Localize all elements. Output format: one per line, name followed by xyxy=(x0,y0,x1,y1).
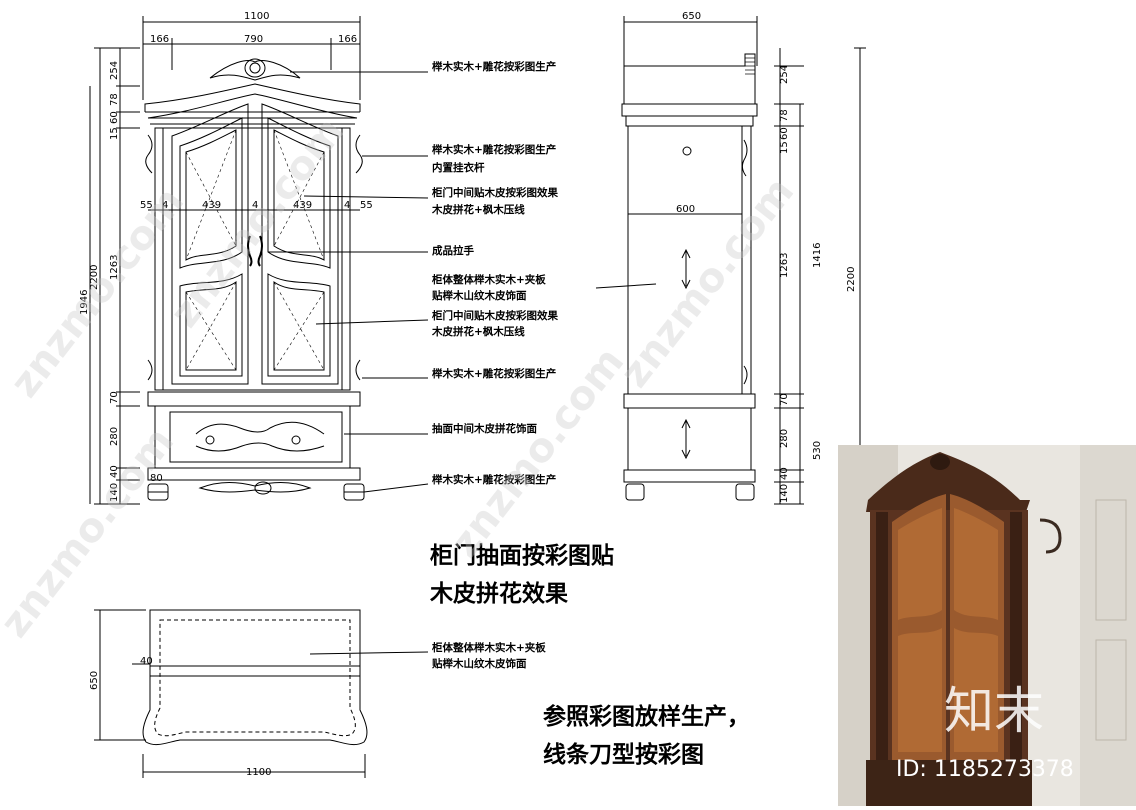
dim-inner: 4 xyxy=(252,200,258,211)
dim-front-chain: 40 xyxy=(109,465,120,478)
dim-front-chain: 60 xyxy=(109,111,120,124)
annotation-door-veneer: 柜门中间贴木皮按彩图效果 xyxy=(431,186,558,199)
dim-plan-offset: 40 xyxy=(140,656,153,667)
dim-side-chain: 1263 xyxy=(779,253,790,278)
dim-front-chain: 1263 xyxy=(109,255,120,280)
dim-side-chain: 15 xyxy=(779,141,790,154)
dim-inner: 55 xyxy=(360,200,373,211)
dim-inner: 4 xyxy=(162,200,168,211)
dim-front-chain: 70 xyxy=(109,391,120,404)
dim-side-inner: 600 xyxy=(676,204,695,215)
big-note-1-line-1: 柜门抽面按彩图贴 xyxy=(430,542,614,569)
dim-side-upper: 1416 xyxy=(812,243,823,268)
annotation-carcass: 柜体整体榉木实木+夹板 xyxy=(431,273,546,286)
annotation-handle: 成品拉手 xyxy=(432,244,474,257)
annotation-base-carving: 榉木实木+雕花按彩图生产 xyxy=(432,367,556,380)
watermark-text: znzmo.com xyxy=(2,179,194,406)
side-view xyxy=(595,16,866,505)
dim-inner: 439 xyxy=(202,200,221,211)
dim-side-total: 2200 xyxy=(846,267,857,292)
annotation-door-veneer-2: 柜门中间贴木皮按彩图效果 xyxy=(431,309,558,322)
dim-side-chain: 78 xyxy=(779,109,790,122)
big-note-2-line-1: 参照彩图放样生产， xyxy=(543,703,750,730)
dim-inner: 439 xyxy=(293,200,312,211)
dim-front-total: 2200 xyxy=(89,265,100,290)
photo-id: ID: 1185273378 xyxy=(896,757,1074,782)
dim-side-chain: 254 xyxy=(779,65,790,84)
dim-foot: 80 xyxy=(150,473,163,484)
dim-side-depth: 650 xyxy=(682,11,701,22)
dim-inner: 4 xyxy=(344,200,350,211)
watermark-text: znzmo.com xyxy=(0,419,183,646)
big-note-1-line-2: 木皮拼花效果 xyxy=(429,580,568,607)
dim-side-chain: 140 xyxy=(779,484,790,503)
dim-front-right: 166 xyxy=(338,34,357,45)
annotation-door-inlay: 木皮拼花+枫木压线 xyxy=(431,203,525,216)
annotation-drawer-front: 抽面中间木皮拼花饰面 xyxy=(432,422,537,435)
dim-front-chain: 280 xyxy=(109,427,120,446)
dim-front-chain: 254 xyxy=(109,61,120,80)
annotation-hanger-rod: 内置挂衣杆 xyxy=(432,161,485,174)
dim-side-chain: 40 xyxy=(779,467,790,480)
dim-front-upper: 1946 xyxy=(79,290,90,315)
annotation-door-inlay-2: 木皮拼花+枫木压线 xyxy=(431,325,525,338)
dim-inner: 55 xyxy=(140,200,153,211)
photo-logo: 知末 xyxy=(944,682,1044,740)
plan-view-text: 650 1100 40 柜体整体榉木实木+夹板 贴榉木山纹木皮饰面 xyxy=(89,641,546,778)
reference-photo: 知末 ID: 1185273378 xyxy=(838,445,1136,806)
dim-plan-width: 1100 xyxy=(246,767,271,778)
dim-side-chain: 70 xyxy=(779,393,790,406)
dim-front-chain: 78 xyxy=(109,93,120,106)
dim-front-left: 166 xyxy=(150,34,169,45)
annotation-pilaster: 榉木实木+雕花按彩图生产 xyxy=(432,143,556,156)
big-note-2-line-2: 线条刀型按彩图 xyxy=(543,741,704,768)
watermark-text: znzmo.com xyxy=(612,169,804,396)
front-view xyxy=(89,16,429,505)
dim-front-center: 790 xyxy=(244,34,263,45)
dim-front-chain: 140 xyxy=(109,483,120,502)
annotation-foot-carving: 榉木实木+雕花按彩图生产 xyxy=(432,473,556,486)
side-view-dimensions: 650 600 254 78 60 15 1263 70 280 40 140 … xyxy=(676,11,857,503)
dim-front-chain: 15 xyxy=(109,127,120,140)
front-view-dimensions: 1100 166 790 166 2200 1946 254 78 60 15 … xyxy=(79,11,373,502)
big-notes: 柜门抽面按彩图贴 木皮拼花效果 参照彩图放样生产， 线条刀型按彩图 xyxy=(429,542,750,768)
annotation-carcass-veneer: 贴榉木山纹木皮饰面 xyxy=(431,289,527,302)
annotation-plan-carcass: 柜体整体榉木实木+夹板 xyxy=(431,641,546,654)
dim-front-width: 1100 xyxy=(244,11,269,22)
dim-side-chain: 60 xyxy=(779,127,790,140)
annotations: 榉木实木+雕花按彩图生产 榉木实木+雕花按彩图生产 内置挂衣杆 柜门中间贴木皮按… xyxy=(431,60,558,486)
dim-side-chain: 280 xyxy=(779,429,790,448)
dim-plan-depth: 650 xyxy=(89,671,100,690)
dim-side-lower: 530 xyxy=(812,441,823,460)
plan-view xyxy=(94,609,429,778)
annotation-plan-veneer: 贴榉木山纹木皮饰面 xyxy=(431,657,527,670)
annotation-crown: 榉木实木+雕花按彩图生产 xyxy=(432,60,556,73)
